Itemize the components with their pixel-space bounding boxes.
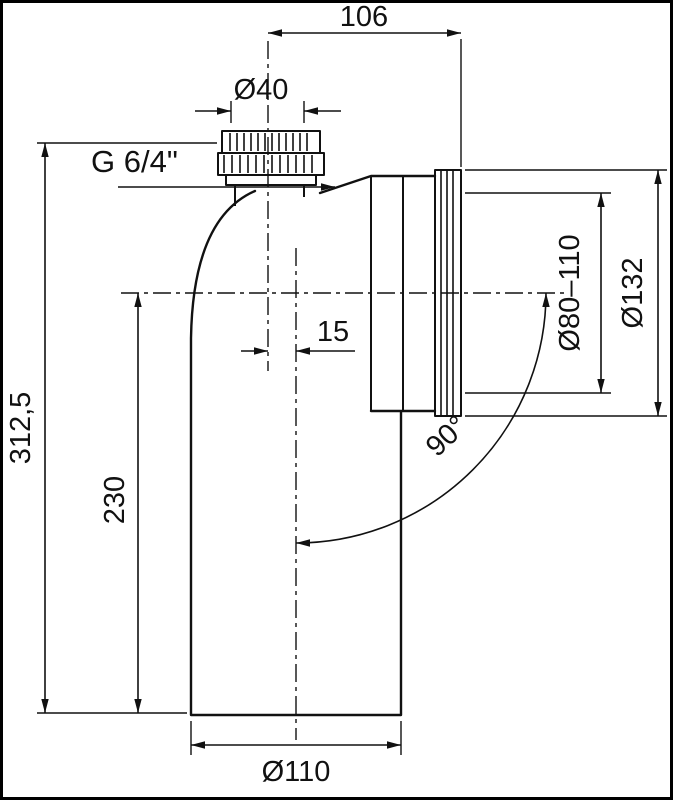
dimension-d110: Ø110 xyxy=(190,721,402,788)
dimension-90deg-label: 90° xyxy=(420,410,474,463)
dimension-230: 230 xyxy=(99,293,142,713)
dimension-15: 15 xyxy=(241,316,355,355)
dimension-d132-label: Ø132 xyxy=(617,258,649,329)
pipe-body xyxy=(189,130,462,717)
dimension-15-label: 15 xyxy=(317,316,349,348)
angle-arc xyxy=(295,292,550,547)
dimension-d80-110-label: Ø80–110 xyxy=(554,234,586,351)
union-nut xyxy=(217,130,325,186)
nut-collar xyxy=(225,174,317,186)
dimension-d132: Ø132 xyxy=(465,169,667,417)
dimension-d80-110: Ø80–110 xyxy=(465,192,611,394)
dimension-d40-label: Ø40 xyxy=(234,74,289,106)
dimension-d40: Ø40 xyxy=(195,74,341,123)
centerlines xyxy=(121,41,565,740)
dimension-312-5: 312,5 xyxy=(5,142,217,714)
dimension-106: 106 xyxy=(268,3,462,167)
dimension-230-label: 230 xyxy=(99,476,131,524)
dimension-312-5-label: 312,5 xyxy=(5,392,37,465)
technical-drawing: 106 Ø40 G 6/4" 312,5 230 xyxy=(5,3,667,788)
thread-callout: G 6/4" xyxy=(91,144,335,191)
pipe-body-outline xyxy=(189,174,437,717)
nut-knurling-bottom xyxy=(223,155,313,173)
nut-knurling-top xyxy=(229,133,308,151)
thread-label: G 6/4" xyxy=(91,144,178,179)
dimension-d110-label: Ø110 xyxy=(262,756,331,788)
nut-bottom-band xyxy=(217,152,325,176)
dimension-106-label: 106 xyxy=(340,3,388,33)
